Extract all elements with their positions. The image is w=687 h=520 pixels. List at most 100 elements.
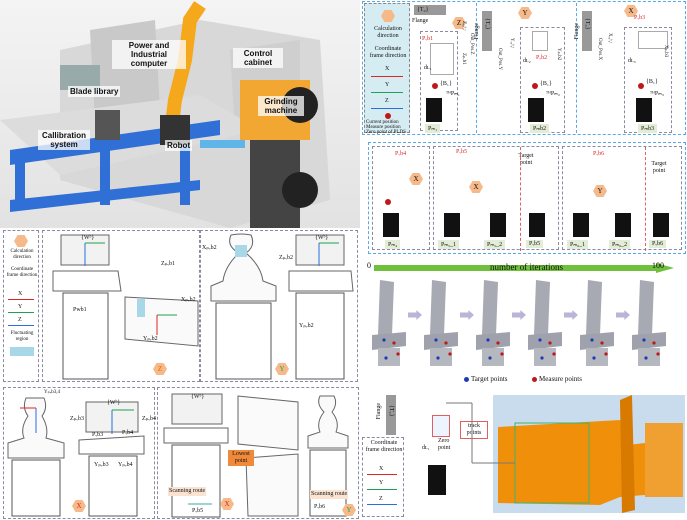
tool-frame-label: {T₀} (388, 405, 394, 417)
flange-block (386, 395, 396, 435)
pwb6-label: Pᵥb6 (593, 151, 605, 157)
blade-outline (638, 31, 668, 49)
label-calibration-system: Callibration system (38, 130, 90, 150)
laser-sensor-icon (573, 213, 589, 237)
blade-z-panel: {Wᵇ} Zₚᵥb1 Pwb1 Xₚᵥb2 Yₚᵥb2 Z (42, 230, 200, 382)
distance-label: dʟ₂ (523, 58, 531, 64)
laser-sensor-icon (528, 98, 544, 122)
blade-library (60, 65, 100, 90)
legend-y: Y (18, 304, 23, 310)
x-arrow-icon (371, 76, 403, 77)
target-point-label: Target point (518, 153, 534, 166)
flange-label: Flange (574, 23, 580, 40)
label-power-computer: Power and Industrial computer (112, 40, 186, 69)
calc-direction-hex: X (624, 5, 638, 17)
position-tag: Pᵥb6 (649, 240, 667, 248)
y-pwb3-label: Yₚᵥb3 (94, 462, 109, 468)
z-pwb-label: Zₚᵥb1 (461, 53, 466, 65)
label-control-cabinet: Control cabinet (233, 48, 283, 68)
calibration-system (95, 110, 120, 140)
iteration-blades (368, 280, 686, 370)
tracking-panel: {T₀} Flange Zero point dʟ₁ track points … (360, 385, 687, 520)
blade-scan-panel: {Wᵇ} Scanning route Pᵥb5 X Lowest point … (157, 387, 359, 519)
flange-block (414, 5, 446, 15)
label-blade-library: Blade library (68, 86, 121, 97)
position-tag: Pᵥb5 (526, 240, 544, 248)
blade-scan-drawing (163, 393, 349, 518)
calc-direction-hex: Y (275, 363, 289, 375)
y-arrow-icon (367, 489, 397, 490)
sensor-marker-icon (385, 199, 391, 205)
blade-frame-label: {Wᵇ} (315, 235, 329, 241)
legend-x: X (379, 466, 384, 472)
laser-sensor-icon (383, 213, 399, 237)
tool-frame-label: {T₀} (417, 7, 429, 13)
calc-direction-hex: X (220, 498, 234, 510)
x-robot-label: Xᵣₒᵇₒᵗ (607, 33, 612, 44)
position-tag: Pₘ₁ (425, 124, 441, 133)
blade-frame-label: {Wᵇ} (191, 394, 205, 400)
track-points-box: track points (460, 421, 488, 439)
legend-tracking: Coordinate frame direction X Y Z (362, 437, 404, 517)
legend-z: Z (379, 496, 383, 502)
tool-frame-label: {T₀} (484, 18, 490, 30)
position-tag: Pₘ₆_1 (567, 240, 589, 249)
laser-sensor-icon (428, 465, 446, 495)
legend-blade: Calculation direction Coordinate frame d… (3, 230, 39, 382)
legend-coord-direction: Coordinate frame direction (369, 46, 407, 59)
iteration-blade (476, 280, 510, 368)
z-pwb4-label: Zₚᵥb4 (142, 416, 156, 422)
measure-step-y: {T₀} Flange Y Pᵥb2 dʟ₂ Yᵣₒᵇₒᵗ Yₚᵥb2 Out_… (474, 3, 575, 133)
sensor-marker-icon (638, 83, 644, 89)
legend-coord-direction: Coordinate frame direction (365, 440, 403, 453)
out-pos-y-label: Out_Pos.Y (497, 48, 502, 71)
laser-sensor-icon (636, 98, 652, 122)
base-frame-label: {B₁} (540, 81, 552, 87)
calc-direction-hex: Y (342, 504, 356, 516)
workcell-render: Power and Industrial computer Control ca… (0, 0, 360, 228)
legend-target-points: Target points (471, 375, 508, 383)
legend-current: Current position (366, 120, 399, 125)
divider (576, 3, 577, 133)
legend-zero: Zero point of PLDS (366, 130, 406, 135)
pwb5-label: Pᵥb5 (456, 149, 468, 155)
pwb4-label: Pᵥb4 (395, 151, 407, 157)
pwb3-label: Pᵥb3 (92, 432, 104, 438)
y-arrow-icon (371, 92, 403, 93)
iteration-blade (632, 280, 666, 368)
position-tag: Pₘ₅_1 (438, 240, 460, 249)
lowest-point-label: Lowest point (228, 450, 254, 466)
blade-z-drawing (52, 234, 199, 380)
measure-panel-top (362, 1, 686, 135)
iteration-step-arrow-icon (408, 310, 422, 320)
calc-direction-hex: X (409, 173, 423, 185)
sensor-marker-icon (432, 83, 438, 89)
zero-point-label: Zero point (438, 438, 451, 451)
iteration-blade (528, 280, 562, 368)
blade-y-panel: Xₚᵥb2 Zₚᵥb2 {Wᵇ} Yₚᵥb2 Y (200, 230, 358, 382)
iteration-step-arrow-icon (564, 310, 578, 320)
scanning-route-label: Scanning route (168, 487, 207, 496)
blade-frame-label: {Wᵇ} (107, 400, 121, 406)
label-grinding-machine: Grinding machine (258, 96, 304, 116)
flange-block (582, 11, 592, 51)
out-pos-z-label: Out_Pos.Z (469, 33, 474, 55)
measure-point-dot-icon (532, 377, 537, 382)
divider (476, 3, 477, 133)
position-tag: Pₘ₄ (385, 240, 401, 249)
iteration-title: number of iterations (490, 262, 563, 272)
x-arrow-icon (367, 474, 397, 475)
laser-sensor-icon (529, 213, 545, 237)
legend-top: Calculation direction Coordinate frame d… (364, 3, 410, 135)
calc-direction-hex: X (469, 181, 483, 193)
z-robot-label: Zᵣₒᵇₒᵗ (461, 21, 466, 31)
legend-calc-direction: Calculation direction (374, 26, 402, 39)
workcell-drawing (0, 1, 330, 228)
legend-z: Z (18, 317, 22, 323)
base-frame-label: {B₁} (646, 79, 658, 85)
legend-measure-points: Measure points (539, 375, 582, 383)
step-box-6: Pᵥb6 Y Target point Pₘ₆_1 Pₘ₆_2 Pᵥb6 (562, 146, 682, 251)
out-pos-x-label: Out_Pos.X (597, 38, 602, 61)
x-arrow-icon (8, 299, 34, 300)
y-arrow-icon (8, 312, 34, 313)
